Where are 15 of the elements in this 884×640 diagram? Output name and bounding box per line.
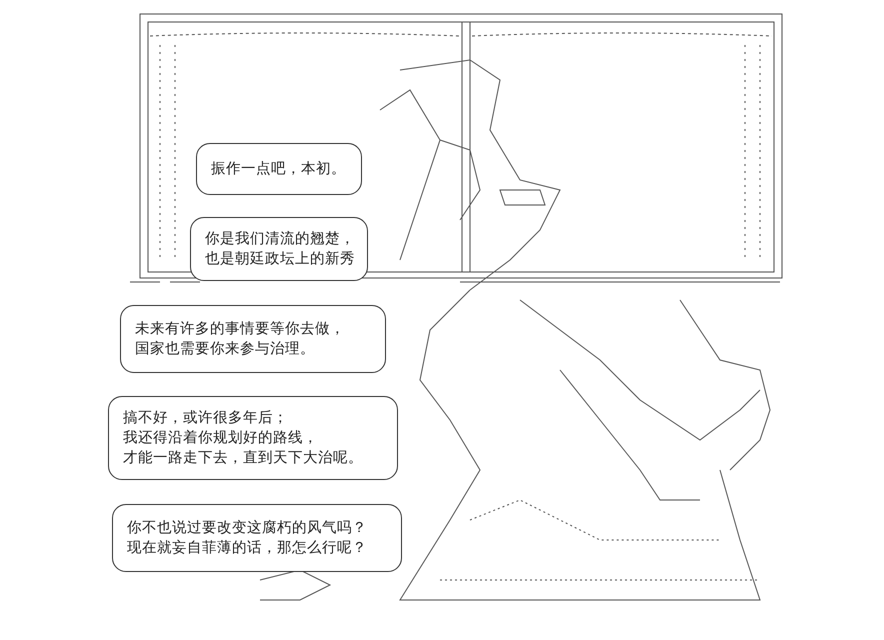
- speech-text: 现在就妄自菲薄的话，那怎么行呢？: [127, 538, 368, 558]
- speech-bubble: [196, 143, 362, 195]
- speech-bubble: [108, 396, 398, 480]
- speech-bubble: [190, 217, 368, 281]
- speech-bubble: [112, 504, 402, 572]
- speech-text: 振作一点吧，本初。: [211, 160, 347, 179]
- speech-text: 国家也需要你来参与治理。: [135, 340, 316, 359]
- speech-text: 我还得沿着你规划好的路线，: [123, 428, 319, 448]
- speech-text: 你不也说过要改变这腐朽的风气吗？: [127, 518, 368, 538]
- speech-text: 才能一路走下去，直到天下大治呢。: [123, 449, 364, 468]
- speech-text: 也是朝廷政坛上的新秀: [205, 250, 353, 269]
- speech-text: 搞不好，或许很多年后；: [123, 409, 289, 428]
- speech-text: 未来有许多的事情要等你去做，: [135, 320, 346, 339]
- speech-text: 你是我们清流的翘楚，: [205, 230, 353, 249]
- speech-bubble: [120, 305, 386, 373]
